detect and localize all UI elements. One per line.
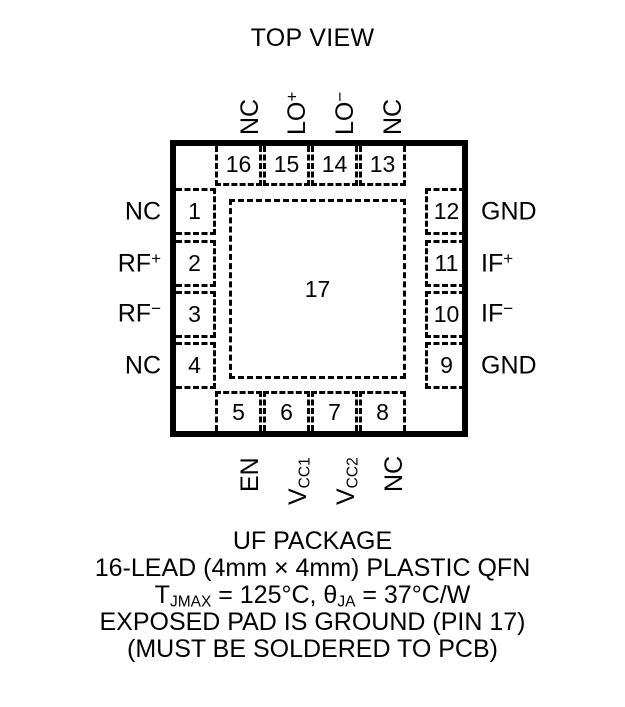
- pin-label-9: GND: [481, 351, 537, 380]
- exposed-pad-17: 17: [229, 199, 406, 379]
- pin-pad-8: 8: [359, 391, 406, 431]
- pin-label-15: LO+: [282, 91, 311, 135]
- pin-label-10: IF−: [481, 298, 514, 328]
- pin-pad-11: 11: [425, 240, 465, 287]
- pin-pad-14: 14: [311, 146, 358, 186]
- caption-line-thermal: TJMAX = 125°C, θJA = 37°C/W: [154, 581, 471, 611]
- pin-pad-10: 10: [425, 291, 465, 338]
- pin-label-13: NC: [379, 98, 407, 135]
- pin-number-13: 13: [369, 151, 396, 177]
- pin-label-8: NC: [380, 455, 408, 492]
- pin-label-5: EN: [236, 457, 264, 492]
- caption-line-solder-note: (MUST BE SOLDERED TO PCB): [127, 635, 498, 663]
- pin-label-7: VCC2: [332, 457, 362, 505]
- pin-number-7: 7: [328, 399, 341, 425]
- pin-label-12: GND: [481, 197, 537, 226]
- pin-number-2: 2: [188, 250, 201, 276]
- pin-pad-13: 13: [359, 146, 406, 186]
- pin-number-3: 3: [188, 301, 201, 327]
- pin-pad-15: 15: [263, 146, 310, 186]
- exposed-pad-number: 17: [304, 275, 331, 302]
- caption-line-package-name: UF PACKAGE: [232, 527, 393, 555]
- package-outline: [170, 140, 468, 437]
- pin-number-4: 4: [188, 352, 201, 378]
- diagram-title: TOP VIEW: [250, 24, 375, 52]
- pin-number-9: 9: [440, 352, 453, 378]
- pin-pad-3: 3: [176, 291, 216, 338]
- pin-number-11: 11: [434, 250, 459, 276]
- pin-label-14: LO−: [330, 91, 359, 135]
- pin-number-8: 8: [376, 399, 389, 425]
- pin-label-3: RF−: [117, 298, 161, 328]
- caption-line-exposed-pad: EXPOSED PAD IS GROUND (PIN 17): [99, 608, 526, 636]
- package-caption: UF PACKAGE 16-LEAD (4mm × 4mm) PLASTIC Q…: [0, 528, 625, 663]
- pin-number-15: 15: [273, 151, 300, 177]
- pin-label-1: NC: [124, 197, 161, 226]
- pin-pad-12: 12: [425, 188, 465, 235]
- pin-pad-7: 7: [311, 391, 358, 431]
- pin-number-5: 5: [232, 399, 245, 425]
- pin-label-4: NC: [124, 351, 161, 380]
- pin-pad-16: 16: [215, 146, 262, 186]
- pin-number-14: 14: [321, 151, 348, 177]
- pin-number-12: 12: [433, 198, 460, 224]
- pin-label-16: NC: [236, 98, 264, 135]
- pin-label-11: IF+: [481, 248, 514, 278]
- pin-pad-1: 1: [176, 188, 216, 235]
- pin-pad-2: 2: [176, 240, 216, 287]
- pin-label-2: RF+: [117, 248, 161, 278]
- caption-line-lead-count: 16-LEAD (4mm × 4mm) PLASTIC QFN: [94, 554, 531, 582]
- pin-pad-9: 9: [425, 342, 465, 389]
- pin-number-1: 1: [188, 198, 201, 224]
- pin-pad-6: 6: [263, 391, 310, 431]
- pin-number-6: 6: [280, 399, 293, 425]
- pin-label-6: VCC1: [284, 457, 314, 505]
- pin-number-10: 10: [433, 301, 460, 327]
- pin-pad-4: 4: [176, 342, 216, 389]
- pin-number-16: 16: [225, 151, 252, 177]
- pin-pad-5: 5: [215, 391, 262, 431]
